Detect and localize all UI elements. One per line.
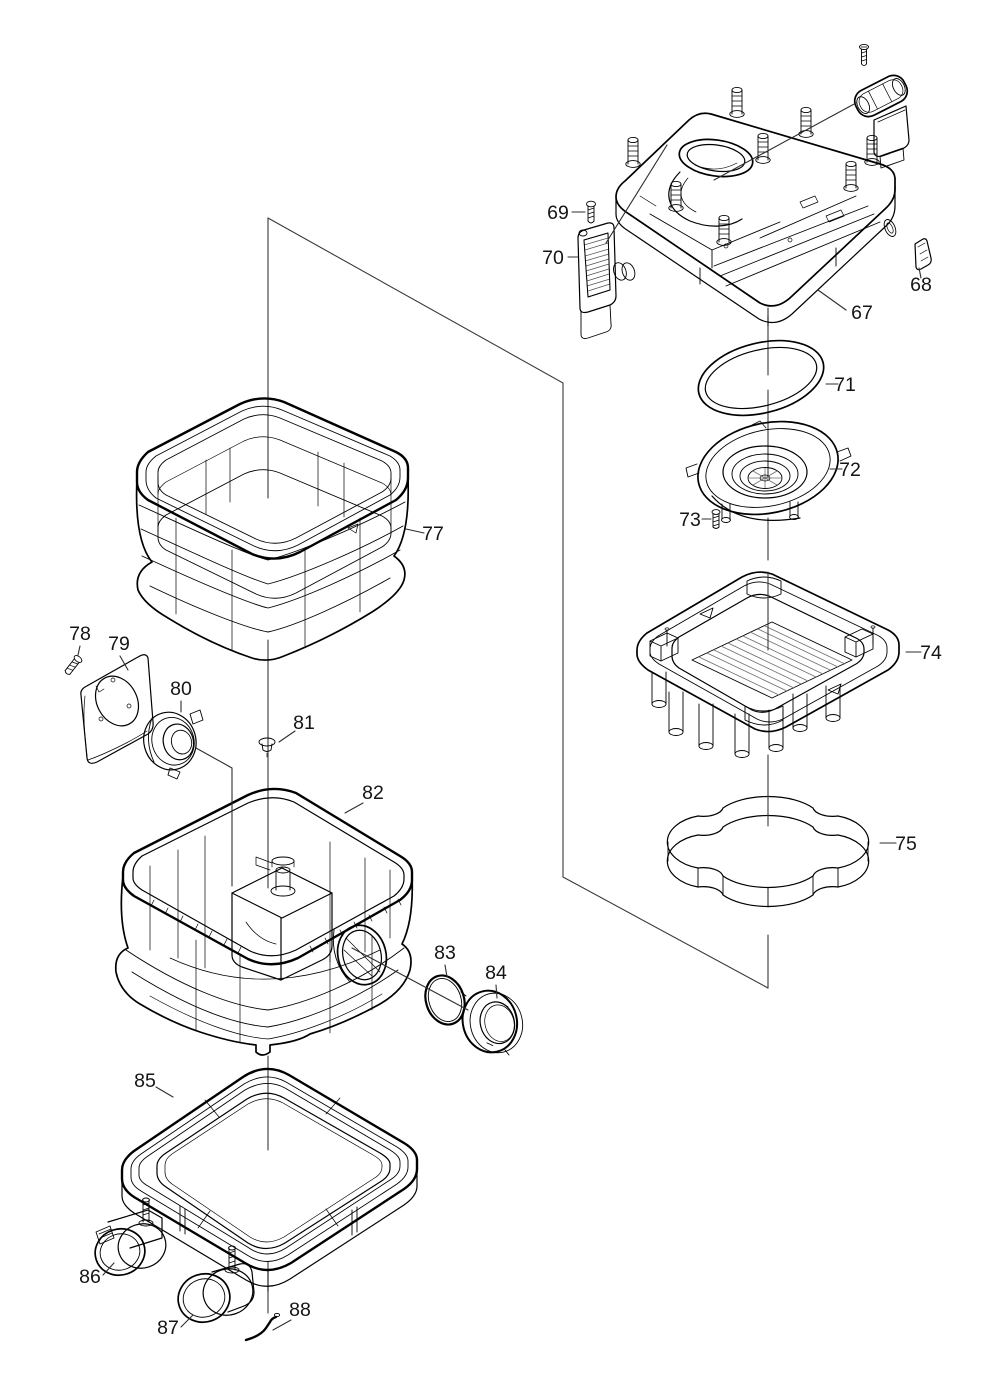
part-74-damper-plate	[636, 571, 900, 758]
leader-lines	[77, 102, 922, 1331]
part-label-84: 84	[485, 962, 507, 984]
part-label-75: 75	[895, 833, 917, 855]
part-75-foam-damper	[666, 795, 870, 908]
part-67-motor-base-housing	[615, 86, 897, 327]
mesh-hatch	[698, 625, 846, 696]
part-label-71: 71	[834, 374, 856, 396]
part-86-caster-brake	[94, 1197, 167, 1277]
part-69-screw	[586, 200, 596, 224]
part-label-79: 79	[108, 633, 130, 655]
part-87-caster	[177, 1245, 255, 1324]
part-label-74: 74	[920, 642, 942, 664]
part-71-gasket	[697, 339, 825, 417]
part-label-69: 69	[547, 202, 569, 224]
part-72-filter-holder	[685, 420, 852, 523]
part-label-70: 70	[542, 247, 564, 269]
part-label-83: 83	[434, 942, 456, 964]
part-label-68: 68	[910, 274, 932, 296]
part-78-screw	[64, 655, 83, 675]
part-68-clip	[914, 238, 932, 271]
part-70-grille-plate	[577, 222, 636, 339]
part-label-78: 78	[69, 623, 91, 645]
part-84-inlet-ring	[460, 989, 524, 1056]
part-82-tank-lower	[114, 787, 414, 1056]
part-81-cap	[258, 737, 276, 758]
part-label-73: 73	[679, 509, 701, 531]
latch-subassembly	[853, 43, 910, 169]
assembly-axis-lines	[267, 217, 769, 1314]
part-labels: 67 68 69 70 71 72 73 74 75 77 78 79 80 8…	[69, 202, 942, 1339]
part-label-72: 72	[839, 459, 861, 481]
part-label-81: 81	[293, 712, 315, 734]
grille-hatch	[583, 237, 611, 292]
part-label-67: 67	[851, 302, 873, 324]
part-73-screw	[711, 509, 721, 529]
part-77-tank-upper	[135, 397, 410, 661]
part-79-cover-plate	[80, 654, 154, 764]
part-label-80: 80	[170, 678, 192, 700]
part-label-88: 88	[289, 1299, 311, 1321]
part-label-87: 87	[157, 1317, 179, 1339]
part-80-inlet-coupling	[143, 709, 204, 780]
part-label-82: 82	[362, 782, 384, 804]
part-85-base-frame	[120, 1067, 419, 1292]
part-label-77: 77	[422, 523, 444, 545]
fan-spokes	[747, 467, 783, 489]
part-label-85: 85	[134, 1070, 156, 1092]
part-88-wire-clip	[244, 1312, 281, 1342]
part-label-86: 86	[79, 1266, 101, 1288]
